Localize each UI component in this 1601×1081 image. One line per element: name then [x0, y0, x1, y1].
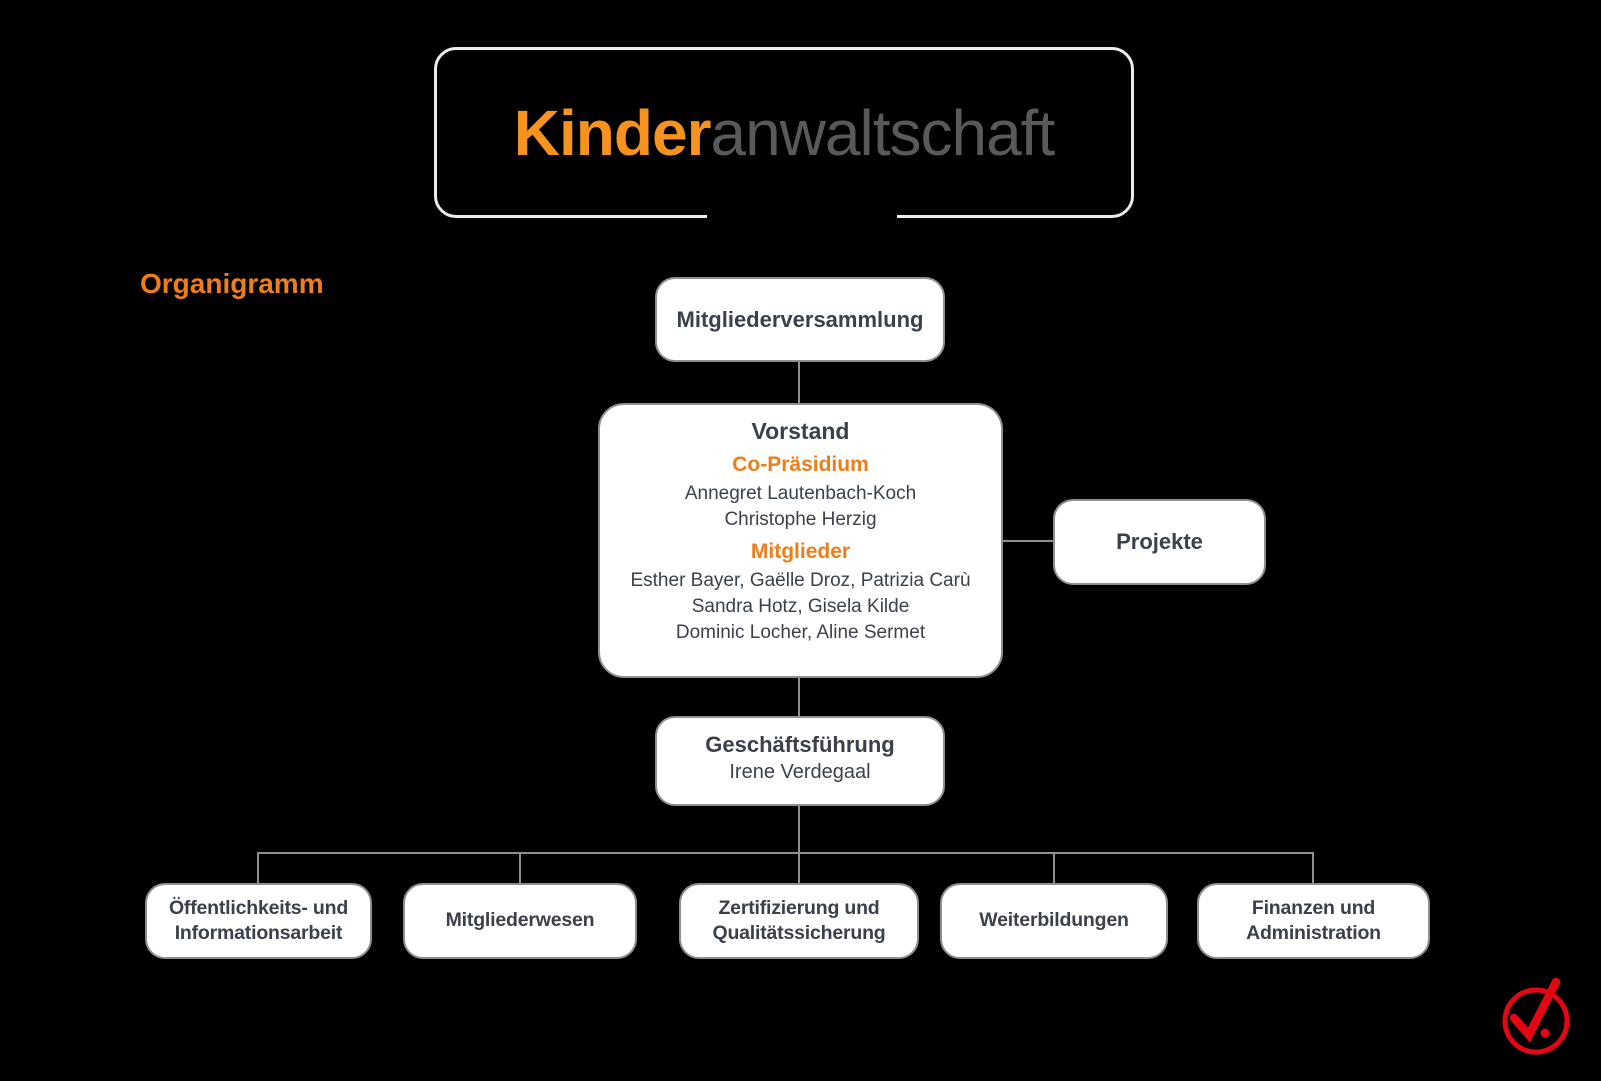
connector-drop-dept-4 — [1053, 853, 1055, 884]
red-check-seal-icon — [1502, 977, 1570, 1055]
connector-board-to-projects — [1002, 540, 1053, 542]
connector-drop-dept-5 — [1312, 853, 1314, 884]
dept-label: Mitgliederwesen — [445, 909, 595, 932]
connector-department-bus — [257, 852, 1314, 854]
logo-text-kinder: Kinder — [513, 96, 712, 169]
box-dept-zertifizierung: Zertifizierung und Qualitätssicherung — [679, 883, 919, 959]
board-member: Esther Bayer, Gaëlle Droz, Patrizia Carù — [630, 570, 971, 592]
page-title: Organigramm — [140, 268, 324, 299]
logo-wordmark: Kinderanwaltschaft — [514, 101, 1055, 165]
connector-board-to-management — [798, 677, 800, 717]
projects-label: Projekte — [1116, 529, 1203, 554]
connector-root-to-board — [798, 362, 800, 404]
dept-label: Weiterbildungen — [979, 909, 1129, 932]
connector-drop-dept-3 — [798, 853, 800, 884]
box-projekte: Projekte — [1053, 499, 1266, 585]
box-dept-weiterbildungen: Weiterbildungen — [940, 883, 1168, 959]
management-title: Geschäftsführung — [705, 732, 895, 757]
box-mitgliederversammlung: Mitgliederversammlung — [655, 277, 945, 362]
root-label: Mitgliederversammlung — [676, 306, 924, 332]
board-member: Annegret Lautenbach-Koch — [684, 483, 917, 504]
board-section-heading-mitglieder: Mitglieder — [750, 540, 851, 564]
board-member: Christophe Herzig — [724, 508, 877, 530]
box-dept-mitgliederwesen: Mitgliederwesen — [403, 883, 637, 959]
board-section-heading-co-praesidium: Co-Präsidium — [732, 453, 869, 476]
board-member: Sandra Hotz, Gisela Kilde — [691, 595, 910, 617]
logo-border-gap — [707, 212, 897, 219]
box-geschaeftsfuehrung: Geschäftsführung Irene Verdegaal — [655, 716, 945, 806]
board-member: Dominic Locher, Aline Sermet — [675, 621, 926, 643]
logo-frame: Kinderanwaltschaft — [434, 47, 1134, 219]
connector-management-to-bus — [798, 805, 800, 853]
dept-label: Finanzen und Administration — [1246, 896, 1381, 944]
logo-text-anwaltschaft: anwaltschaft — [710, 96, 1055, 169]
connector-drop-dept-1 — [257, 853, 259, 884]
board-title: Vorstand — [751, 418, 850, 444]
box-dept-oeffentlichkeitsarbeit: Öffentlichkeits- und Informationsarbeit — [145, 883, 372, 959]
connector-drop-dept-2 — [519, 853, 521, 884]
box-vorstand: Vorstand Co-Präsidium Annegret Lautenbac… — [598, 403, 1003, 678]
box-dept-finanzen: Finanzen und Administration — [1197, 883, 1430, 959]
management-member: Irene Verdegaal — [729, 761, 871, 783]
dept-label: Zertifizierung und Qualitätssicherung — [712, 896, 886, 944]
dept-label: Öffentlichkeits- und Informationsarbeit — [168, 896, 349, 944]
